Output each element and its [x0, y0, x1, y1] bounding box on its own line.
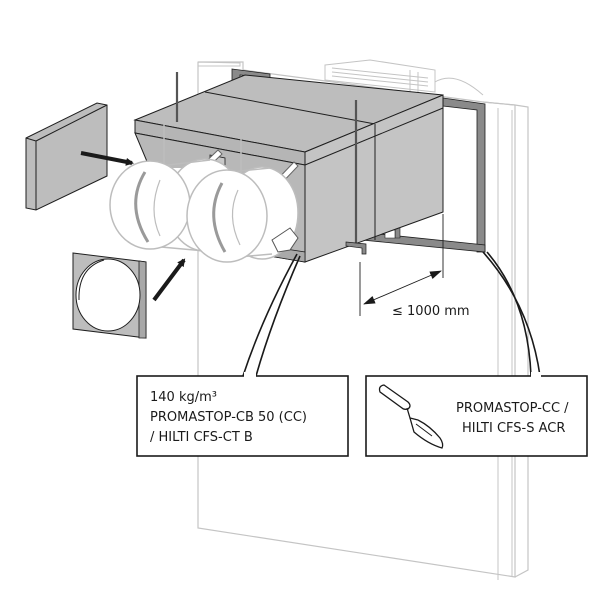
callout-sealant-material: PROMASTOP-CC / HILTI CFS-S ACR — [365, 372, 588, 457]
callout-board-line-3: / HILTI CFS-CT B — [150, 430, 253, 445]
callout-sealant-line-1: PROMASTOP-CC / — [456, 401, 569, 416]
arrow-end-panel — [80, 151, 134, 166]
callout-sealant-line-2: HILTI CFS-S ACR — [462, 421, 565, 436]
callout-board-line-2: PROMASTOP-CB 50 (CC) — [150, 410, 307, 425]
duct-sleeve-right — [186, 166, 299, 263]
trowel-icon — [378, 384, 444, 449]
callout-board-material: 140 kg/m³ PROMASTOP-CB 50 (CC) / HILTI C… — [136, 372, 349, 457]
dimension-spacing: ≤ 1000 mm — [359, 214, 470, 319]
end-panel — [25, 102, 108, 211]
assembly-arrows — [80, 151, 186, 302]
damper-actuator — [271, 227, 299, 253]
callout-tails — [242, 251, 541, 377]
arrow-ring-panel — [152, 258, 186, 302]
hanger-rods — [163, 72, 367, 255]
dimension-label: ≤ 1000 mm — [392, 304, 470, 319]
ring-panel — [72, 252, 147, 339]
rod-bracket — [345, 241, 367, 255]
callout-board-line-1: 140 kg/m³ — [150, 390, 217, 405]
rear-duct — [324, 59, 484, 96]
